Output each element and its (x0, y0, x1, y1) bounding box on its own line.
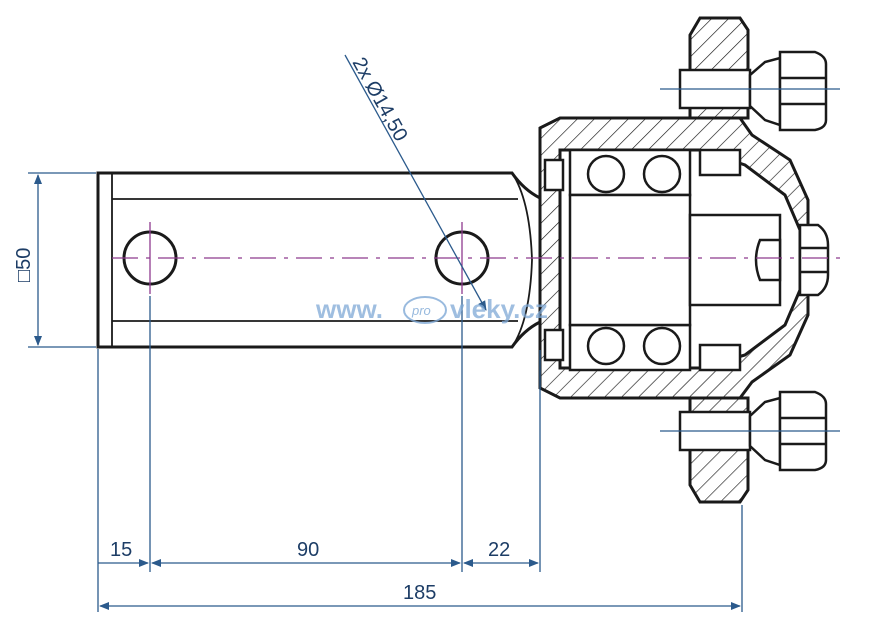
watermark: www. pro vleky.cz (315, 294, 548, 324)
dimension-lines (28, 54, 743, 612)
dim-square-50: □50 (13, 248, 35, 282)
seals (543, 148, 742, 372)
hole-note: 2x Ø14,50 (348, 54, 412, 145)
bearing-races (568, 148, 782, 372)
dim-90: 90 (297, 539, 319, 561)
dim-22: 22 (488, 539, 510, 561)
dim-185: 185 (403, 582, 436, 604)
svg-text:www.: www. (315, 294, 383, 324)
svg-text:pro: pro (411, 303, 431, 318)
bearing-balls (586, 154, 682, 366)
svg-text:vleky.cz: vleky.cz (450, 294, 548, 324)
center-lines (112, 88, 840, 432)
watermark-badge (403, 296, 447, 324)
dim-15: 15 (110, 539, 132, 561)
